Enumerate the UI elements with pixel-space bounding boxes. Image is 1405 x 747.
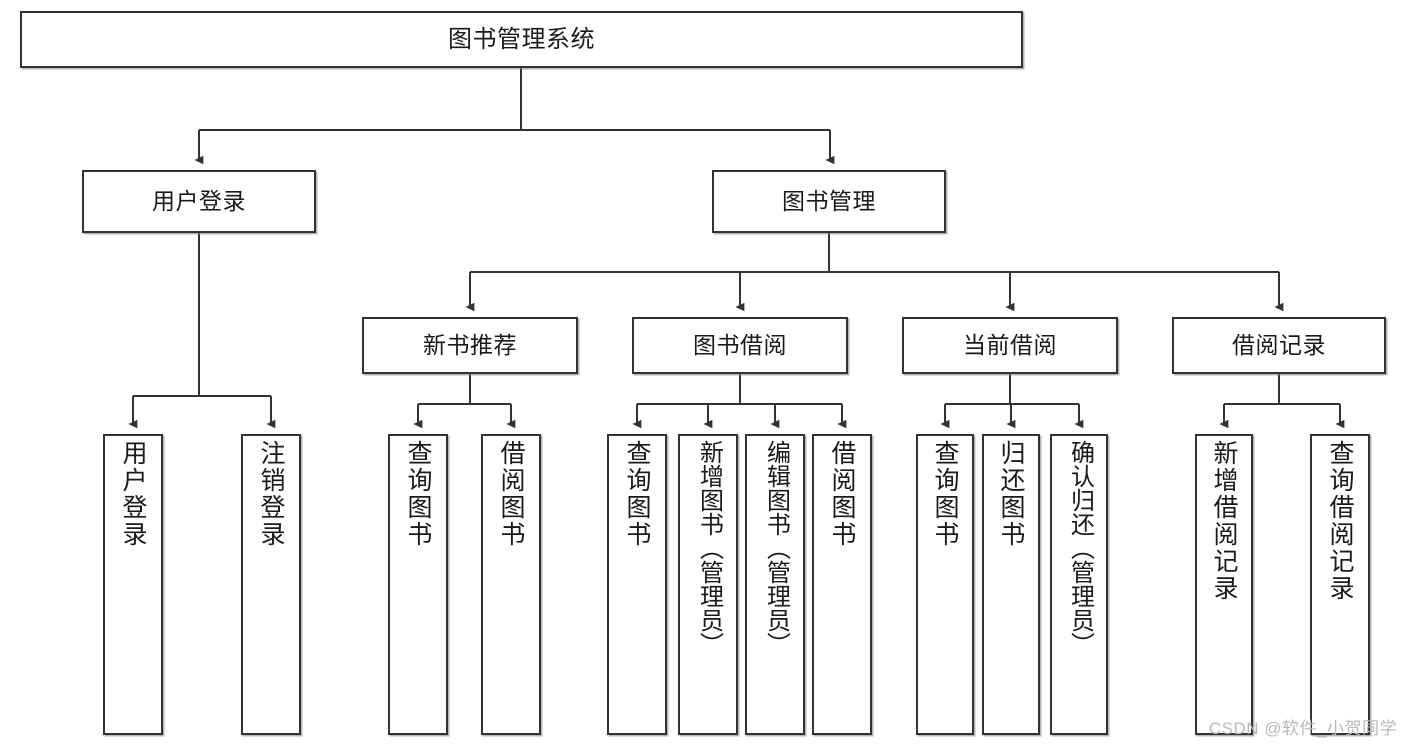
node-leaf-confirm-return-label: 确认归还（管理员）: [1066, 440, 1094, 656]
node-leaf-query-book-2[interactable]: 查询图书: [607, 434, 667, 735]
node-leaf-borrow-book-1-label: 借阅图书: [497, 440, 525, 548]
node-leaf-add-book-label: 新增图书（管理员）: [695, 440, 723, 656]
node-leaf-edit-book[interactable]: 编辑图书（管理员）: [745, 434, 805, 735]
node-leaf-add-record[interactable]: 新增借阅记录: [1195, 434, 1253, 735]
node-leaf-borrow-book-2-label: 借阅图书: [828, 440, 856, 548]
node-root-label: 图书管理系统: [448, 25, 595, 53]
node-book-manage[interactable]: 图书管理: [712, 170, 946, 233]
node-leaf-user-login[interactable]: 用户登录: [103, 434, 163, 735]
node-leaf-return-book-label: 归还图书: [997, 440, 1025, 548]
node-new-book-recommend-label: 新书推荐: [423, 332, 517, 359]
node-leaf-query-book-1-label: 查询图书: [404, 440, 432, 548]
node-borrow-record[interactable]: 借阅记录: [1172, 317, 1386, 374]
node-leaf-confirm-return[interactable]: 确认归还（管理员）: [1050, 434, 1108, 735]
node-leaf-query-record-label: 查询借阅记录: [1326, 440, 1354, 602]
node-leaf-edit-book-label: 编辑图书（管理员）: [762, 440, 790, 656]
node-leaf-add-book[interactable]: 新增图书（管理员）: [678, 434, 738, 735]
node-user-login[interactable]: 用户登录: [82, 170, 316, 233]
node-book-borrow[interactable]: 图书借阅: [632, 317, 848, 374]
node-current-borrow-label: 当前借阅: [963, 332, 1057, 359]
node-new-book-recommend[interactable]: 新书推荐: [362, 317, 578, 374]
node-current-borrow[interactable]: 当前借阅: [902, 317, 1118, 374]
node-book-borrow-label: 图书借阅: [693, 332, 787, 359]
node-leaf-add-record-label: 新增借阅记录: [1210, 440, 1238, 602]
node-leaf-query-record[interactable]: 查询借阅记录: [1310, 434, 1370, 735]
node-leaf-user-logout-label: 注销登录: [257, 440, 285, 548]
node-leaf-borrow-book-1[interactable]: 借阅图书: [481, 434, 541, 735]
node-book-manage-label: 图书管理: [782, 188, 876, 215]
node-leaf-query-book-3[interactable]: 查询图书: [916, 434, 974, 735]
csdn-watermark: CSDN @软件_小贺同学: [1208, 719, 1397, 738]
node-leaf-return-book[interactable]: 归还图书: [982, 434, 1040, 735]
node-leaf-query-book-1[interactable]: 查询图书: [388, 434, 448, 735]
node-leaf-query-book-2-label: 查询图书: [623, 440, 651, 548]
node-leaf-user-logout[interactable]: 注销登录: [241, 434, 301, 735]
node-borrow-record-label: 借阅记录: [1232, 332, 1326, 359]
node-root[interactable]: 图书管理系统: [20, 11, 1023, 68]
node-leaf-user-login-label: 用户登录: [119, 440, 147, 548]
node-leaf-query-book-3-label: 查询图书: [931, 440, 959, 548]
node-leaf-borrow-book-2[interactable]: 借阅图书: [812, 434, 872, 735]
node-user-login-label: 用户登录: [152, 188, 246, 215]
